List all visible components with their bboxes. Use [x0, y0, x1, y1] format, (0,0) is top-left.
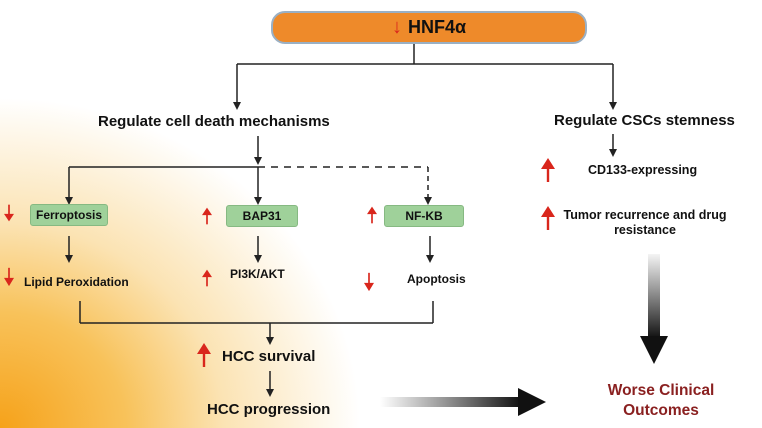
ferroptosis-box: Ferroptosis [30, 204, 108, 226]
down-arrow-icon [364, 272, 374, 292]
cd133-label: CD133-expressing [588, 163, 698, 177]
stemness-heading: Regulate CSCs stemness [554, 112, 735, 129]
up-arrow-icon [541, 158, 555, 182]
up-arrow-icon [202, 207, 212, 225]
up-arrow-icon [541, 206, 555, 230]
cell-death-heading: Regulate cell death mechanisms [98, 113, 330, 130]
down-arrow-icon [4, 204, 14, 222]
nfkb-box: NF-KB [384, 205, 464, 227]
pi3k-akt-label: PI3K/AKT [230, 267, 285, 281]
down-arrow-icon [4, 267, 14, 287]
apoptosis-label: Apoptosis [407, 272, 466, 286]
tumor-recurrence-label: Tumor recurrence and drug resistance [563, 208, 727, 237]
up-arrow-icon [367, 206, 377, 224]
up-arrow-icon [202, 269, 212, 287]
hnf4a-node: ↓HNF4α [271, 11, 587, 44]
bap31-box: BAP31 [226, 205, 298, 227]
worse-clinical-outcomes-label: Worse Clinical Outcomes [607, 382, 715, 419]
down-arrow-icon: ↓ [391, 16, 402, 38]
hcc-progression-label: HCC progression [207, 401, 331, 418]
up-arrow-icon [197, 343, 211, 367]
hcc-survival-label: HCC survival [222, 348, 316, 365]
lipid-peroxidation-label: Lipid Peroxidation [24, 275, 129, 289]
hnf4a-label: HNF4α [407, 17, 467, 37]
